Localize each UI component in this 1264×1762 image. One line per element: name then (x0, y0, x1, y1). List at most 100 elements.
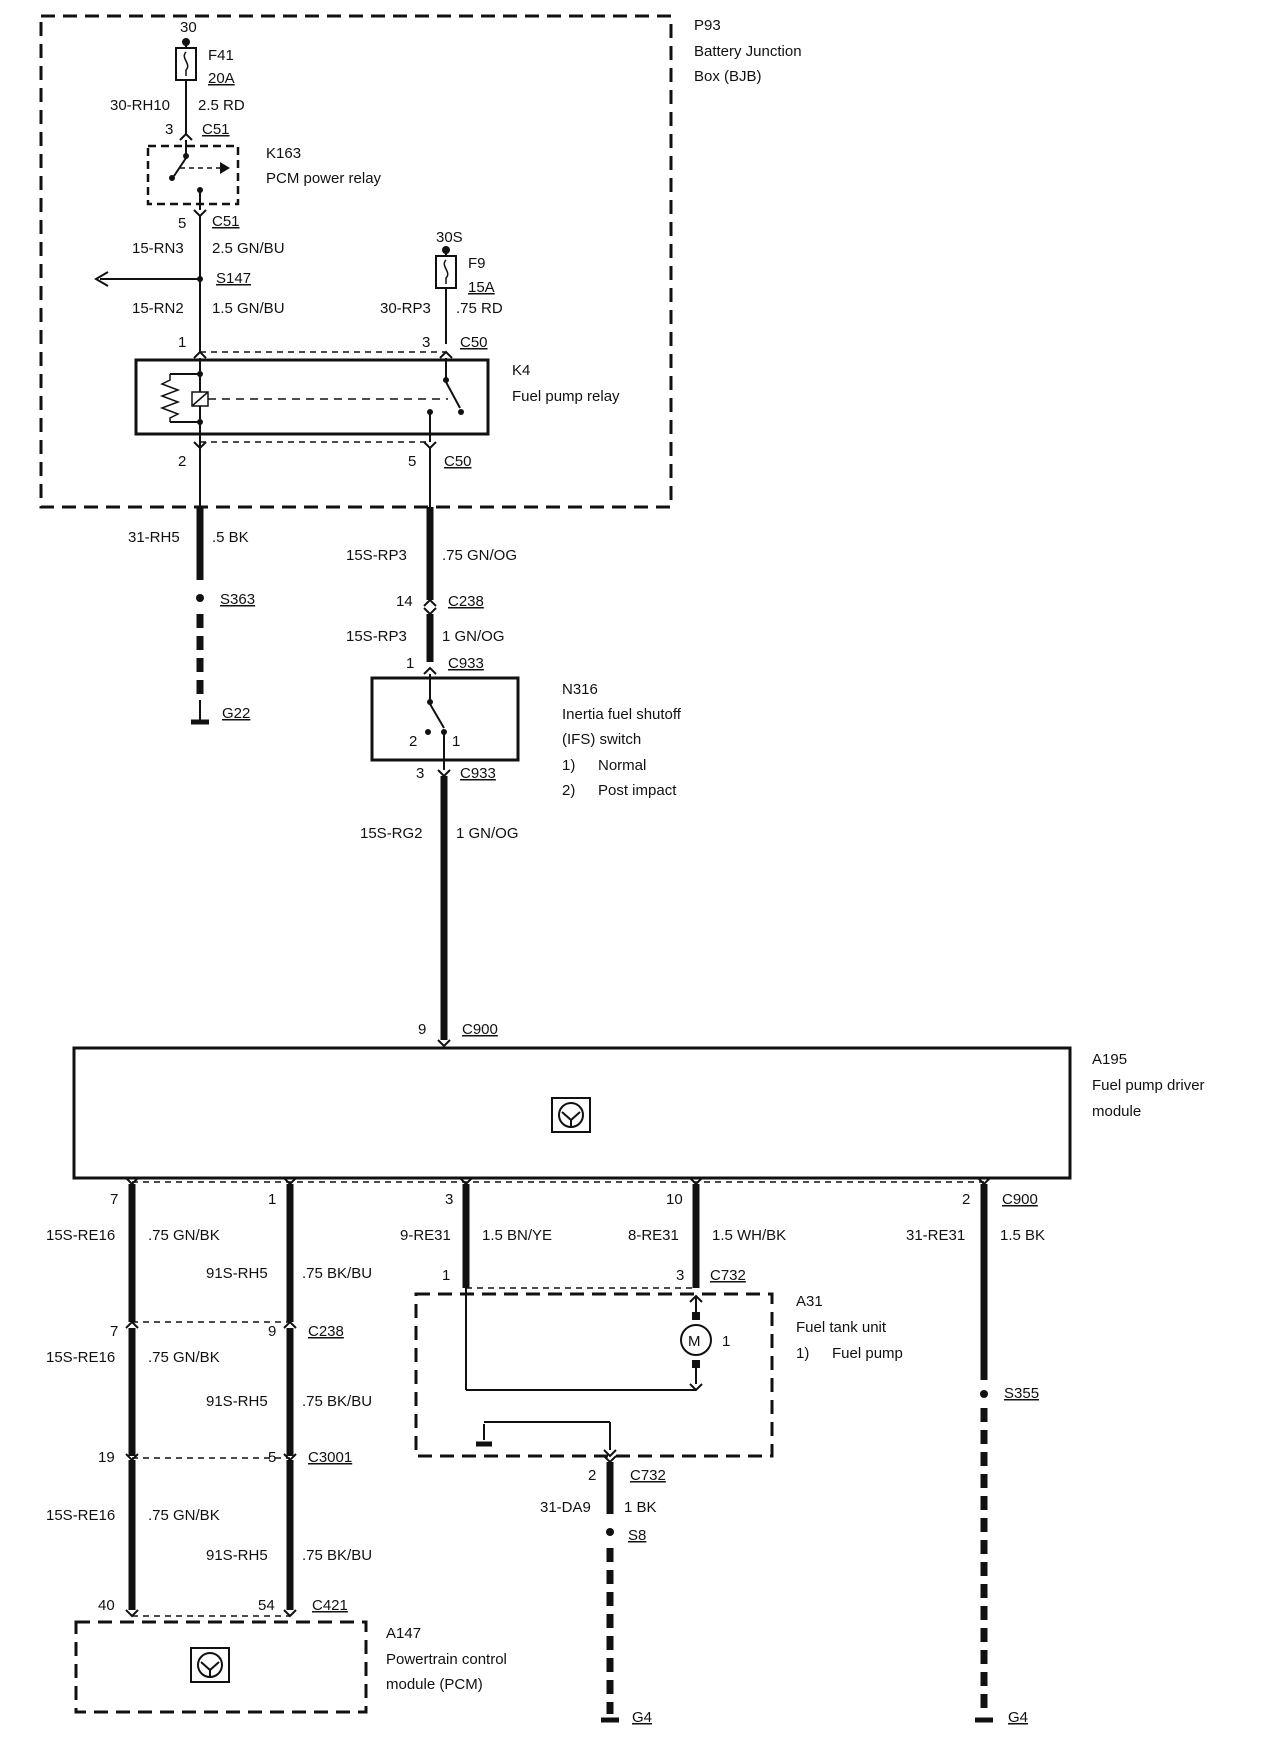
re31c-wire: 1.5 BK (1000, 1227, 1045, 1244)
bjb-name-line2: Box (BJB) (694, 68, 762, 85)
c238-low-pin-right: 9 (268, 1323, 276, 1340)
re31b-circuit: 8-RE31 (628, 1227, 679, 1244)
c238-low-id: C238 (308, 1323, 344, 1340)
n316-legend-2-text: Post impact (598, 782, 677, 799)
k4-id: K4 (512, 362, 530, 379)
a31-pin-left: 1 (442, 1267, 450, 1284)
connector-c238-lower: 7 9 C238 (110, 1320, 344, 1340)
k4-conn-bottom: C50 (444, 453, 472, 470)
rh5-wire: .5 BK (212, 529, 249, 546)
s363-id: S363 (220, 591, 255, 608)
c3001-pin-right: 5 (268, 1449, 276, 1466)
a195-pin7: 7 (110, 1191, 118, 1208)
c421-pin-left: 40 (98, 1597, 115, 1614)
g22-id: G22 (222, 705, 250, 722)
f41-circuit: 30-RH10 (110, 97, 170, 114)
splice-s8: S8 (606, 1527, 646, 1544)
rh5b-circuit: 91S-RH5 (206, 1393, 268, 1410)
rh5b-wire: .75 BK/BU (302, 1393, 372, 1410)
bjb-id: P93 (694, 17, 721, 34)
rp3a-circuit: 15S-RP3 (346, 547, 407, 564)
n316-name-line2: (IFS) switch (562, 731, 641, 748)
connector-c3001: 19 5 C3001 (98, 1449, 352, 1466)
c421-pin-right: 54 (258, 1597, 275, 1614)
n316-name-line1: Inertia fuel shutoff (562, 706, 682, 723)
a195-conn-bottom: C900 (1002, 1191, 1038, 1208)
k4-pin5: 5 (408, 453, 416, 470)
control-module-icon (190, 1647, 230, 1683)
a31-legend-num: 1) (796, 1345, 809, 1362)
c238-top-pin: 14 (396, 593, 413, 610)
re31b-wire: 1.5 WH/BK (712, 1227, 786, 1244)
ground-g22: G22 (191, 700, 250, 725)
re16b-circuit: 15S-RE16 (46, 1349, 115, 1366)
c900-top-id: C900 (462, 1021, 498, 1038)
rg2-circuit: 15S-RG2 (360, 825, 423, 842)
f41-rating: 20A (208, 70, 235, 87)
c3001-pin-left: 19 (98, 1449, 115, 1466)
fuse-f9: 30S F9 15A 30-RP3 .75 RD (380, 229, 503, 344)
k163-id: K163 (266, 145, 301, 162)
a195-pin3: 3 (445, 1191, 453, 1208)
a31-pin-gnd: 2 (588, 1467, 596, 1484)
a195-name-line1: Fuel pump driver (1092, 1077, 1205, 1094)
a147-name-line2: module (PCM) (386, 1676, 483, 1693)
rh5c-wire: .75 BK/BU (302, 1547, 372, 1564)
a195-pin2: 2 (962, 1191, 970, 1208)
rn2-wire: 1.5 GN/BU (212, 300, 285, 317)
splice-s147: S147 (94, 270, 251, 287)
k4-pin2: 2 (178, 453, 186, 470)
n316-conn-in: C933 (448, 655, 484, 672)
n316-legend-2-num: 2) (562, 782, 575, 799)
splice-s355: S355 (980, 1385, 1039, 1402)
control-module-icon (551, 1097, 591, 1133)
c900-top-pin: 9 (418, 1021, 426, 1038)
re16c-circuit: 15S-RE16 (46, 1507, 115, 1524)
a195-pin1: 1 (268, 1191, 276, 1208)
n316-legend-1-text: Normal (598, 757, 646, 774)
rh5-circuit: 31-RH5 (128, 529, 180, 546)
k163-name: PCM power relay (266, 170, 382, 187)
rp3b-circuit: 15S-RP3 (346, 628, 407, 645)
da9-circuit: 31-DA9 (540, 1499, 591, 1516)
ground-g4-right: G4 (975, 1709, 1028, 1726)
relay-k163: 3 C51 K163 PCM power relay 5 C51 (146, 121, 382, 232)
a195-id: A195 (1092, 1051, 1127, 1068)
rh5a-circuit: 91S-RH5 (206, 1265, 268, 1282)
n316-pin-out: 3 (416, 765, 424, 782)
k163-conn-in: C51 (202, 121, 230, 138)
f41-terminal: 30 (180, 19, 197, 36)
a195-pin10: 10 (666, 1191, 683, 1208)
inertia-fuel-shutoff-switch: 2 1 N316 Inertia fuel shutoff (IFS) swit… (370, 674, 682, 799)
rh5a-wire: .75 BK/BU (302, 1265, 372, 1282)
connector-c238-upper: 14 C238 (396, 593, 484, 616)
f9-terminal: 30S (436, 229, 463, 246)
k4-pin3: 3 (422, 334, 430, 351)
n316-conn-out: C933 (460, 765, 496, 782)
bjb-name-line1: Battery Junction (694, 43, 802, 60)
rp3a-wire: .75 GN/OG (442, 547, 517, 564)
n316-contact2: 2 (409, 733, 417, 750)
re16a-circuit: 15S-RE16 (46, 1227, 115, 1244)
rh5c-circuit: 91S-RH5 (206, 1547, 268, 1564)
f9-rating: 15A (468, 279, 495, 296)
n316-legend-1-num: 1) (562, 757, 575, 774)
re16a-wire: .75 GN/BK (148, 1227, 220, 1244)
a31-id: A31 (796, 1293, 823, 1310)
fuel-pump-driver-module: A195 Fuel pump driver module (72, 1046, 1205, 1180)
n316-pin-in: 1 (406, 655, 414, 672)
a195-name-line2: module (1092, 1103, 1141, 1120)
c238-top-id: C238 (448, 593, 484, 610)
connector-c421: 40 54 C421 (98, 1597, 348, 1618)
re16c-wire: .75 GN/BK (148, 1507, 220, 1524)
k163-pin-out: 5 (178, 215, 186, 232)
k163-pin-in: 3 (165, 121, 173, 138)
rp3b-wire: 1 GN/OG (442, 628, 505, 645)
a147-name-line1: Powertrain control (386, 1651, 507, 1668)
re31c-circuit: 31-RE31 (906, 1227, 965, 1244)
f9-circuit: 30-RP3 (380, 300, 431, 317)
k4-pin1: 1 (178, 334, 186, 351)
n316-contact1: 1 (452, 733, 460, 750)
relay-k4: 1 3 C50 K4 Fuel pump relay 2 5 C50 (134, 334, 620, 470)
